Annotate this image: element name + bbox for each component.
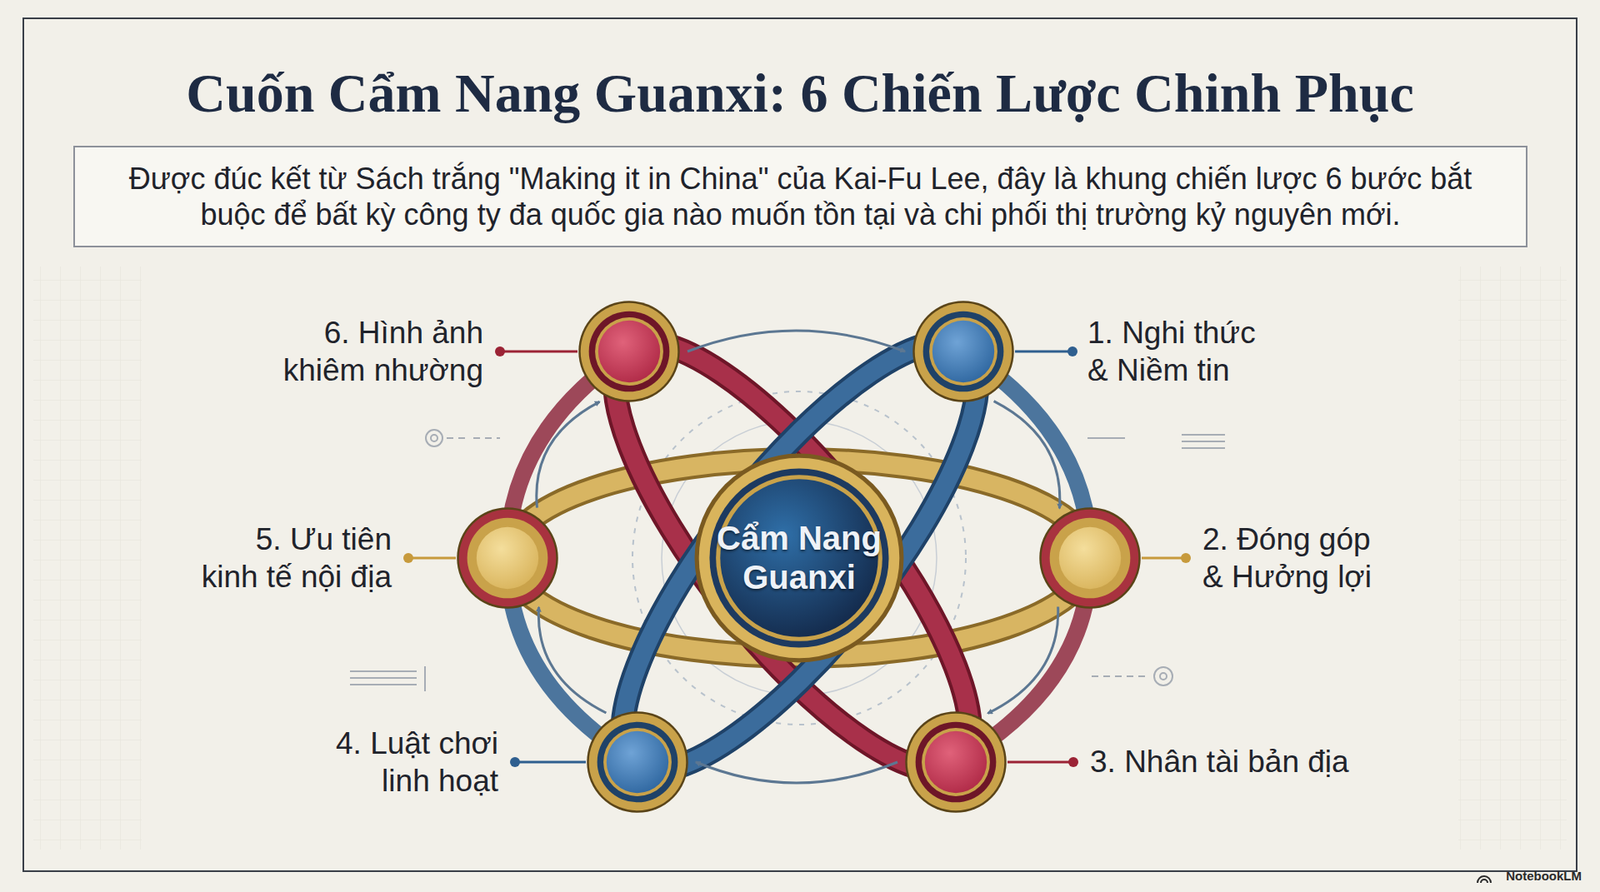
ring [1055,524,1125,593]
side-marks [350,430,1225,692]
core [932,320,995,383]
ring [467,518,549,600]
rim [459,510,557,608]
caption-box: Được đúc kết từ Sách trắng "Making it in… [73,145,1528,248]
grid-texture [33,266,142,850]
frame [23,18,1577,872]
rim [586,711,689,814]
core [476,527,539,590]
rim [1041,510,1140,608]
watermark-icon [1477,876,1491,884]
grid-texture [1458,266,1567,850]
strategy-label: 5. Ưu tiên kinh tế nội địa [195,520,392,596]
core [598,320,660,383]
hub-title: Cẩm Nang Guanxi [715,519,883,598]
hub-text-wrap: Cẩm Nang Guanxi [692,451,906,665]
ring [715,475,883,642]
strategy-label: 3. Nhân tài bản địa [1090,743,1407,781]
rim [912,300,1015,403]
ring [929,317,998,386]
rim [578,300,680,403]
ring [589,311,670,393]
circle-outline [1038,506,1142,610]
strategy-label: 4. Luật chơi linh hoạt [313,725,499,800]
core [925,731,987,794]
ring [709,468,889,648]
flow-arrow [687,330,905,352]
ring [603,728,672,797]
ring [923,311,1005,393]
circle-outline [692,451,906,665]
caption-text: Được đúc kết từ Sách trắng "Making it in… [129,161,1473,232]
rim [907,714,1005,812]
leader-lines [403,346,1191,768]
core [606,731,669,794]
circle-outline [455,506,560,610]
hub-circle: Cẩm Nang Guanxi [692,451,906,665]
ring [921,728,990,797]
strategy-label: 1. Nghi thức & Niềm tin [1087,314,1271,390]
rim [915,303,1013,401]
ring [595,317,664,386]
title: Cuốn Cẩm Nang Guanxi: 6 Chiến Lược Chinh… [0,63,1600,125]
core [1059,527,1121,590]
circle-outline [911,300,1015,404]
rim [905,711,1007,814]
rim [699,458,900,660]
watermark: NotebookLM [1505,869,1582,884]
band-loops [507,297,1091,817]
rim [456,507,559,610]
strategy-label: 2. Đóng góp & Hưởng lợi [1202,520,1386,596]
rim [695,454,905,664]
strategy-circle: 5. Ưu tiên kinh tế nội địa [455,506,560,610]
strategy-circle: 6. Hình ảnh khiêm nhường [577,300,681,404]
circle-outline [904,710,1008,815]
core [720,479,878,637]
strategy-circle: 4. Luật chơi linh hoạt [585,710,690,815]
flow-arrow [536,401,600,508]
strategy-circle: 1. Nghi thức & Niềm tin [911,300,1015,404]
flow-arrow [695,762,898,784]
strategy-circle: 2. Đóng góp & Hưởng lợi [1038,506,1142,610]
flow-arrow [994,401,1060,510]
ring [473,524,542,593]
circle-outline [577,300,681,404]
strategy-circle: 3. Nhân tài bản địa [904,710,1008,815]
circle-outline [585,710,690,815]
ring [915,722,997,804]
flow-arrow [987,607,1058,715]
rim [1039,507,1141,610]
flow-arrow [538,607,606,714]
ring [597,722,679,804]
strategy-label: 6. Hình ảnh khiêm nhường [275,314,484,390]
rim [580,303,679,401]
rim [589,714,687,812]
ring [1050,518,1131,600]
